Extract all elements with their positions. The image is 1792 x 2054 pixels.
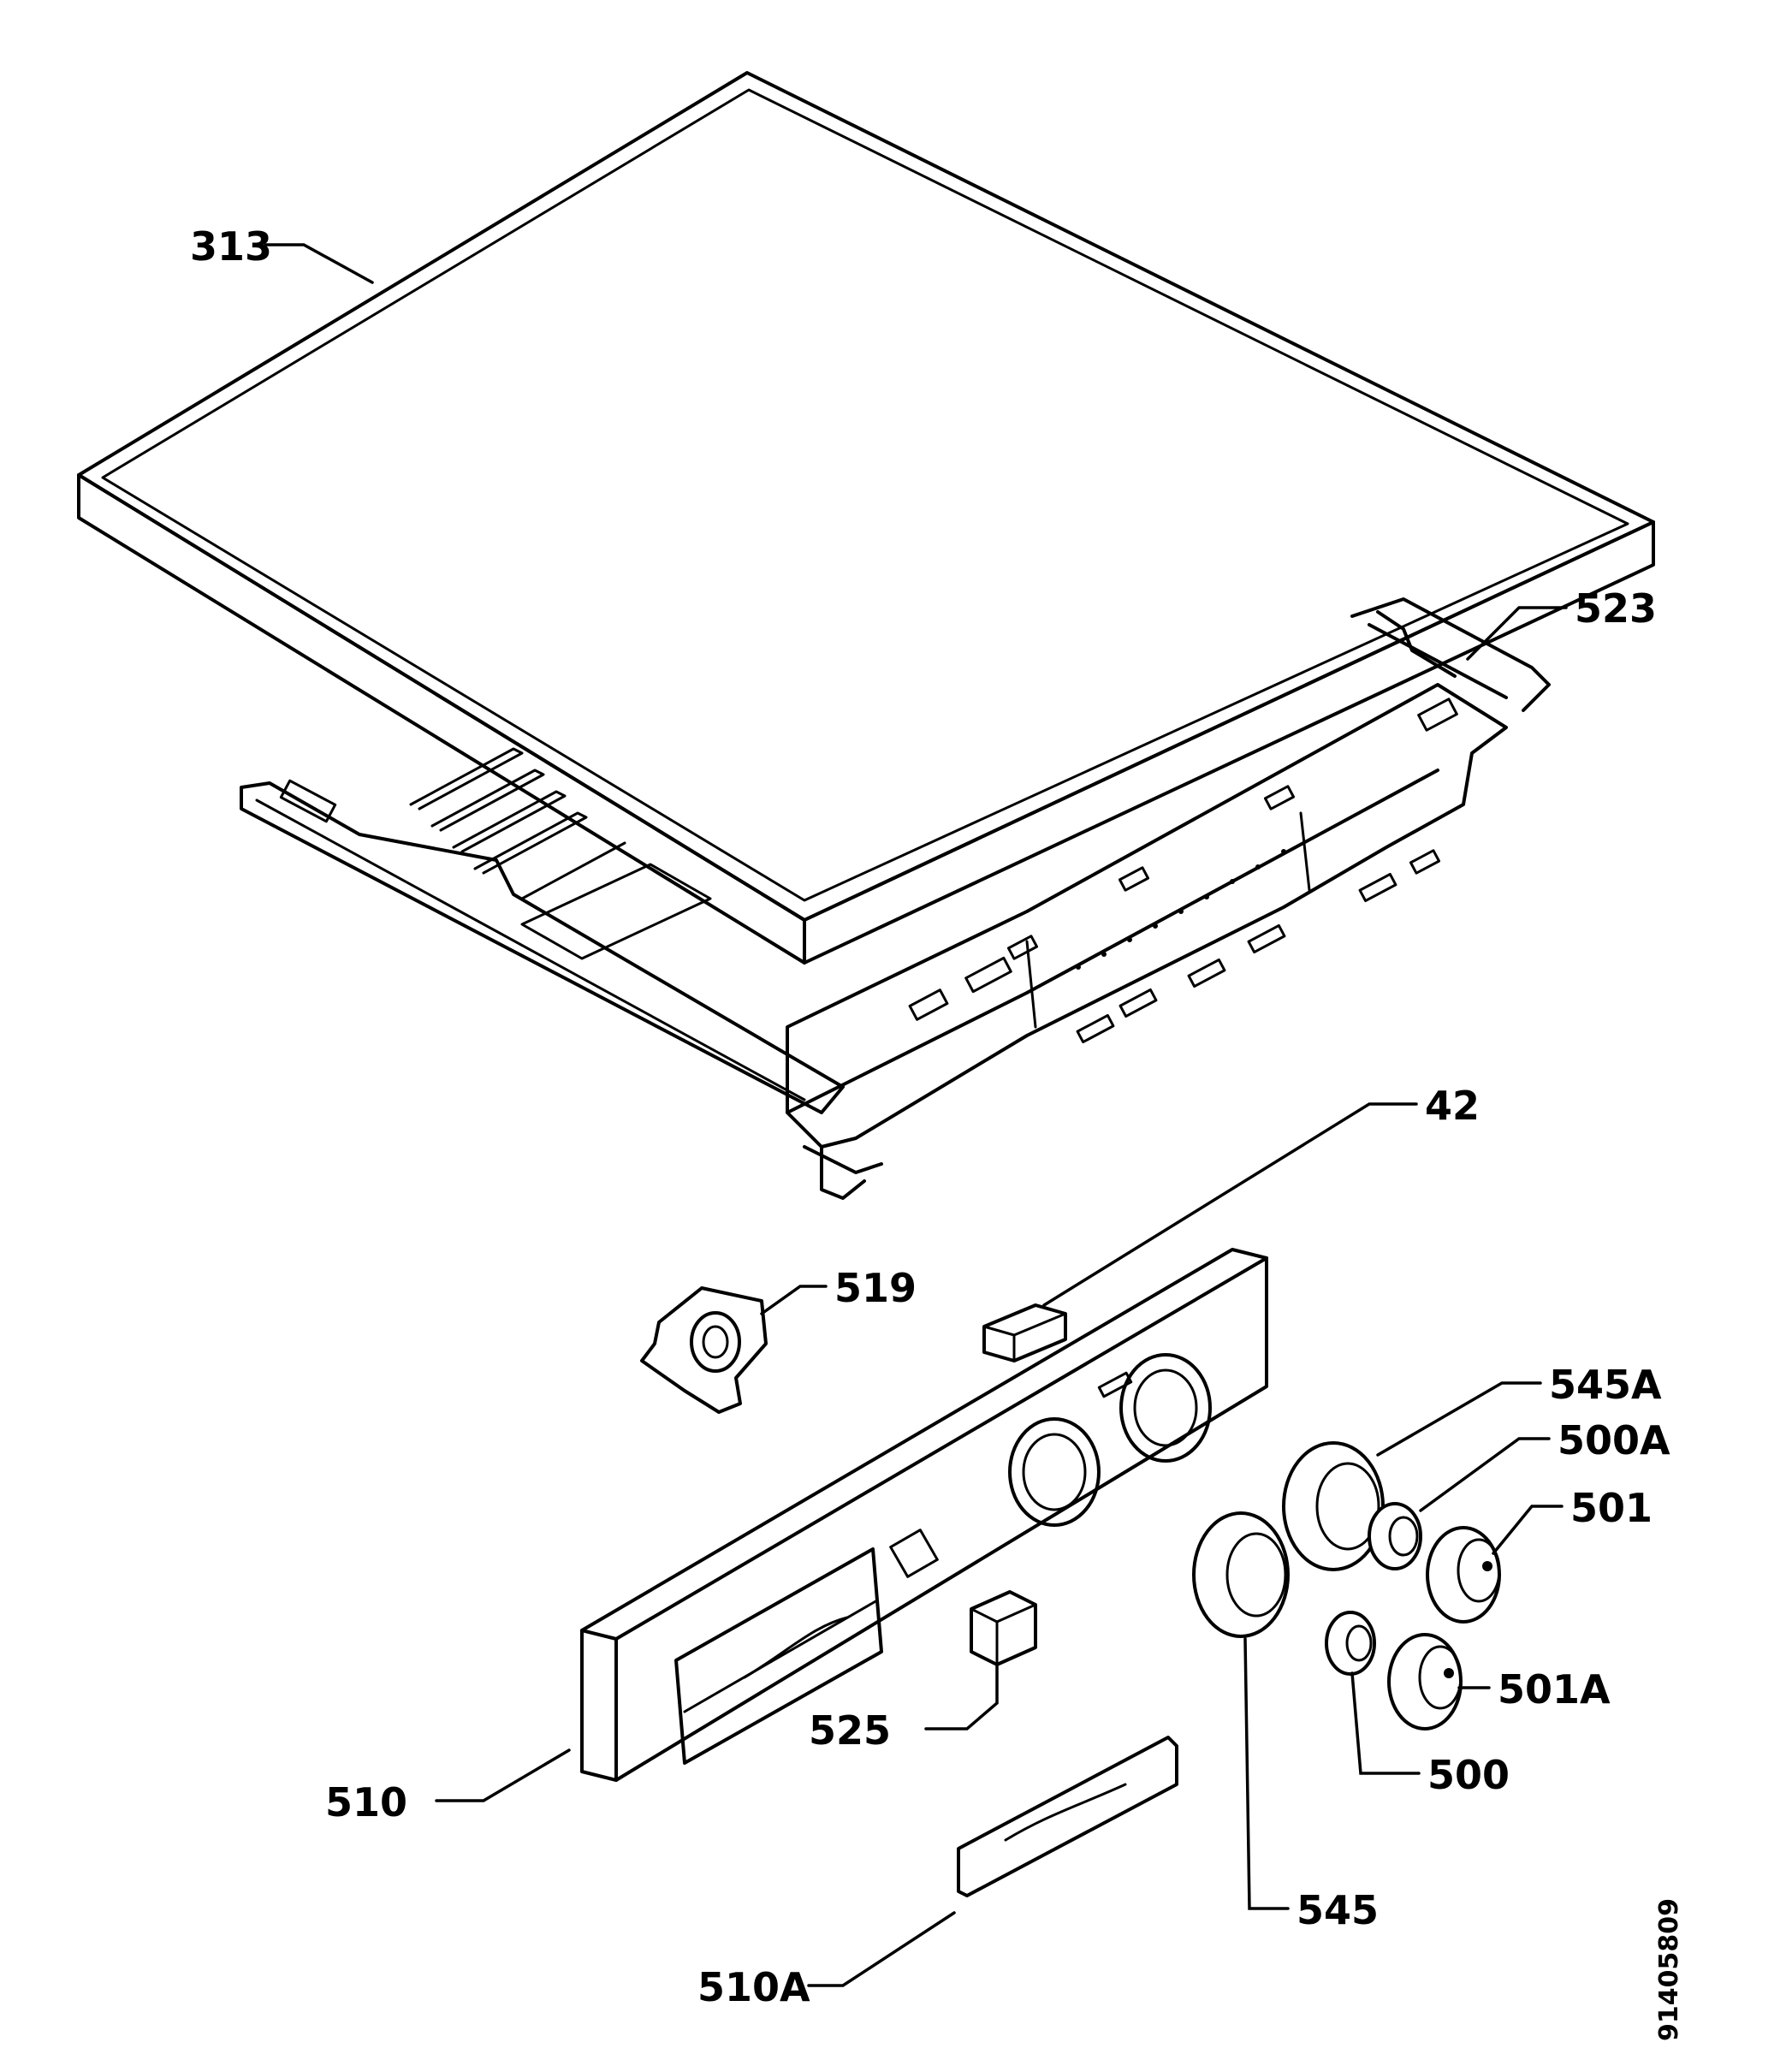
- part-313-top-cover: [77, 71, 1655, 965]
- part-545a-bezel: [1282, 1441, 1385, 1571]
- part-501-knob: [1426, 1526, 1501, 1624]
- label-42: 42: [1425, 1083, 1480, 1129]
- drawing-number: 91405809: [1654, 1898, 1684, 2041]
- label-519: 519: [834, 1265, 917, 1311]
- label-510a: 510A: [697, 1964, 810, 2010]
- leader-lines: [264, 243, 1568, 1987]
- part-519-bracket: [640, 1286, 768, 1414]
- callout-labels: 313 523 42 519 545A 500A 501 501A 500 54…: [190, 223, 1670, 2010]
- part-545-bezel: [1192, 1511, 1290, 1638]
- label-545a: 545A: [1549, 1362, 1662, 1408]
- label-510: 510: [325, 1779, 407, 1825]
- part-42-connector: [982, 1303, 1067, 1362]
- label-313: 313: [190, 223, 272, 270]
- part-500a-shaft: [1368, 1502, 1422, 1570]
- part-523-frame: [240, 597, 1551, 1200]
- part-500-shaft: [1325, 1611, 1376, 1676]
- label-545: 545: [1297, 1887, 1379, 1933]
- label-525: 525: [809, 1707, 891, 1754]
- label-523: 523: [1575, 585, 1657, 632]
- label-500: 500: [1427, 1752, 1510, 1798]
- label-501: 501: [1570, 1485, 1653, 1531]
- part-501a-knob: [1387, 1633, 1463, 1730]
- part-510-fascia: [580, 1248, 1268, 1782]
- part-525-button: [970, 1590, 1037, 1666]
- label-501a: 501A: [1498, 1666, 1611, 1713]
- part-510a-drawer-front: [957, 1736, 1178, 1897]
- label-500a: 500A: [1558, 1417, 1670, 1463]
